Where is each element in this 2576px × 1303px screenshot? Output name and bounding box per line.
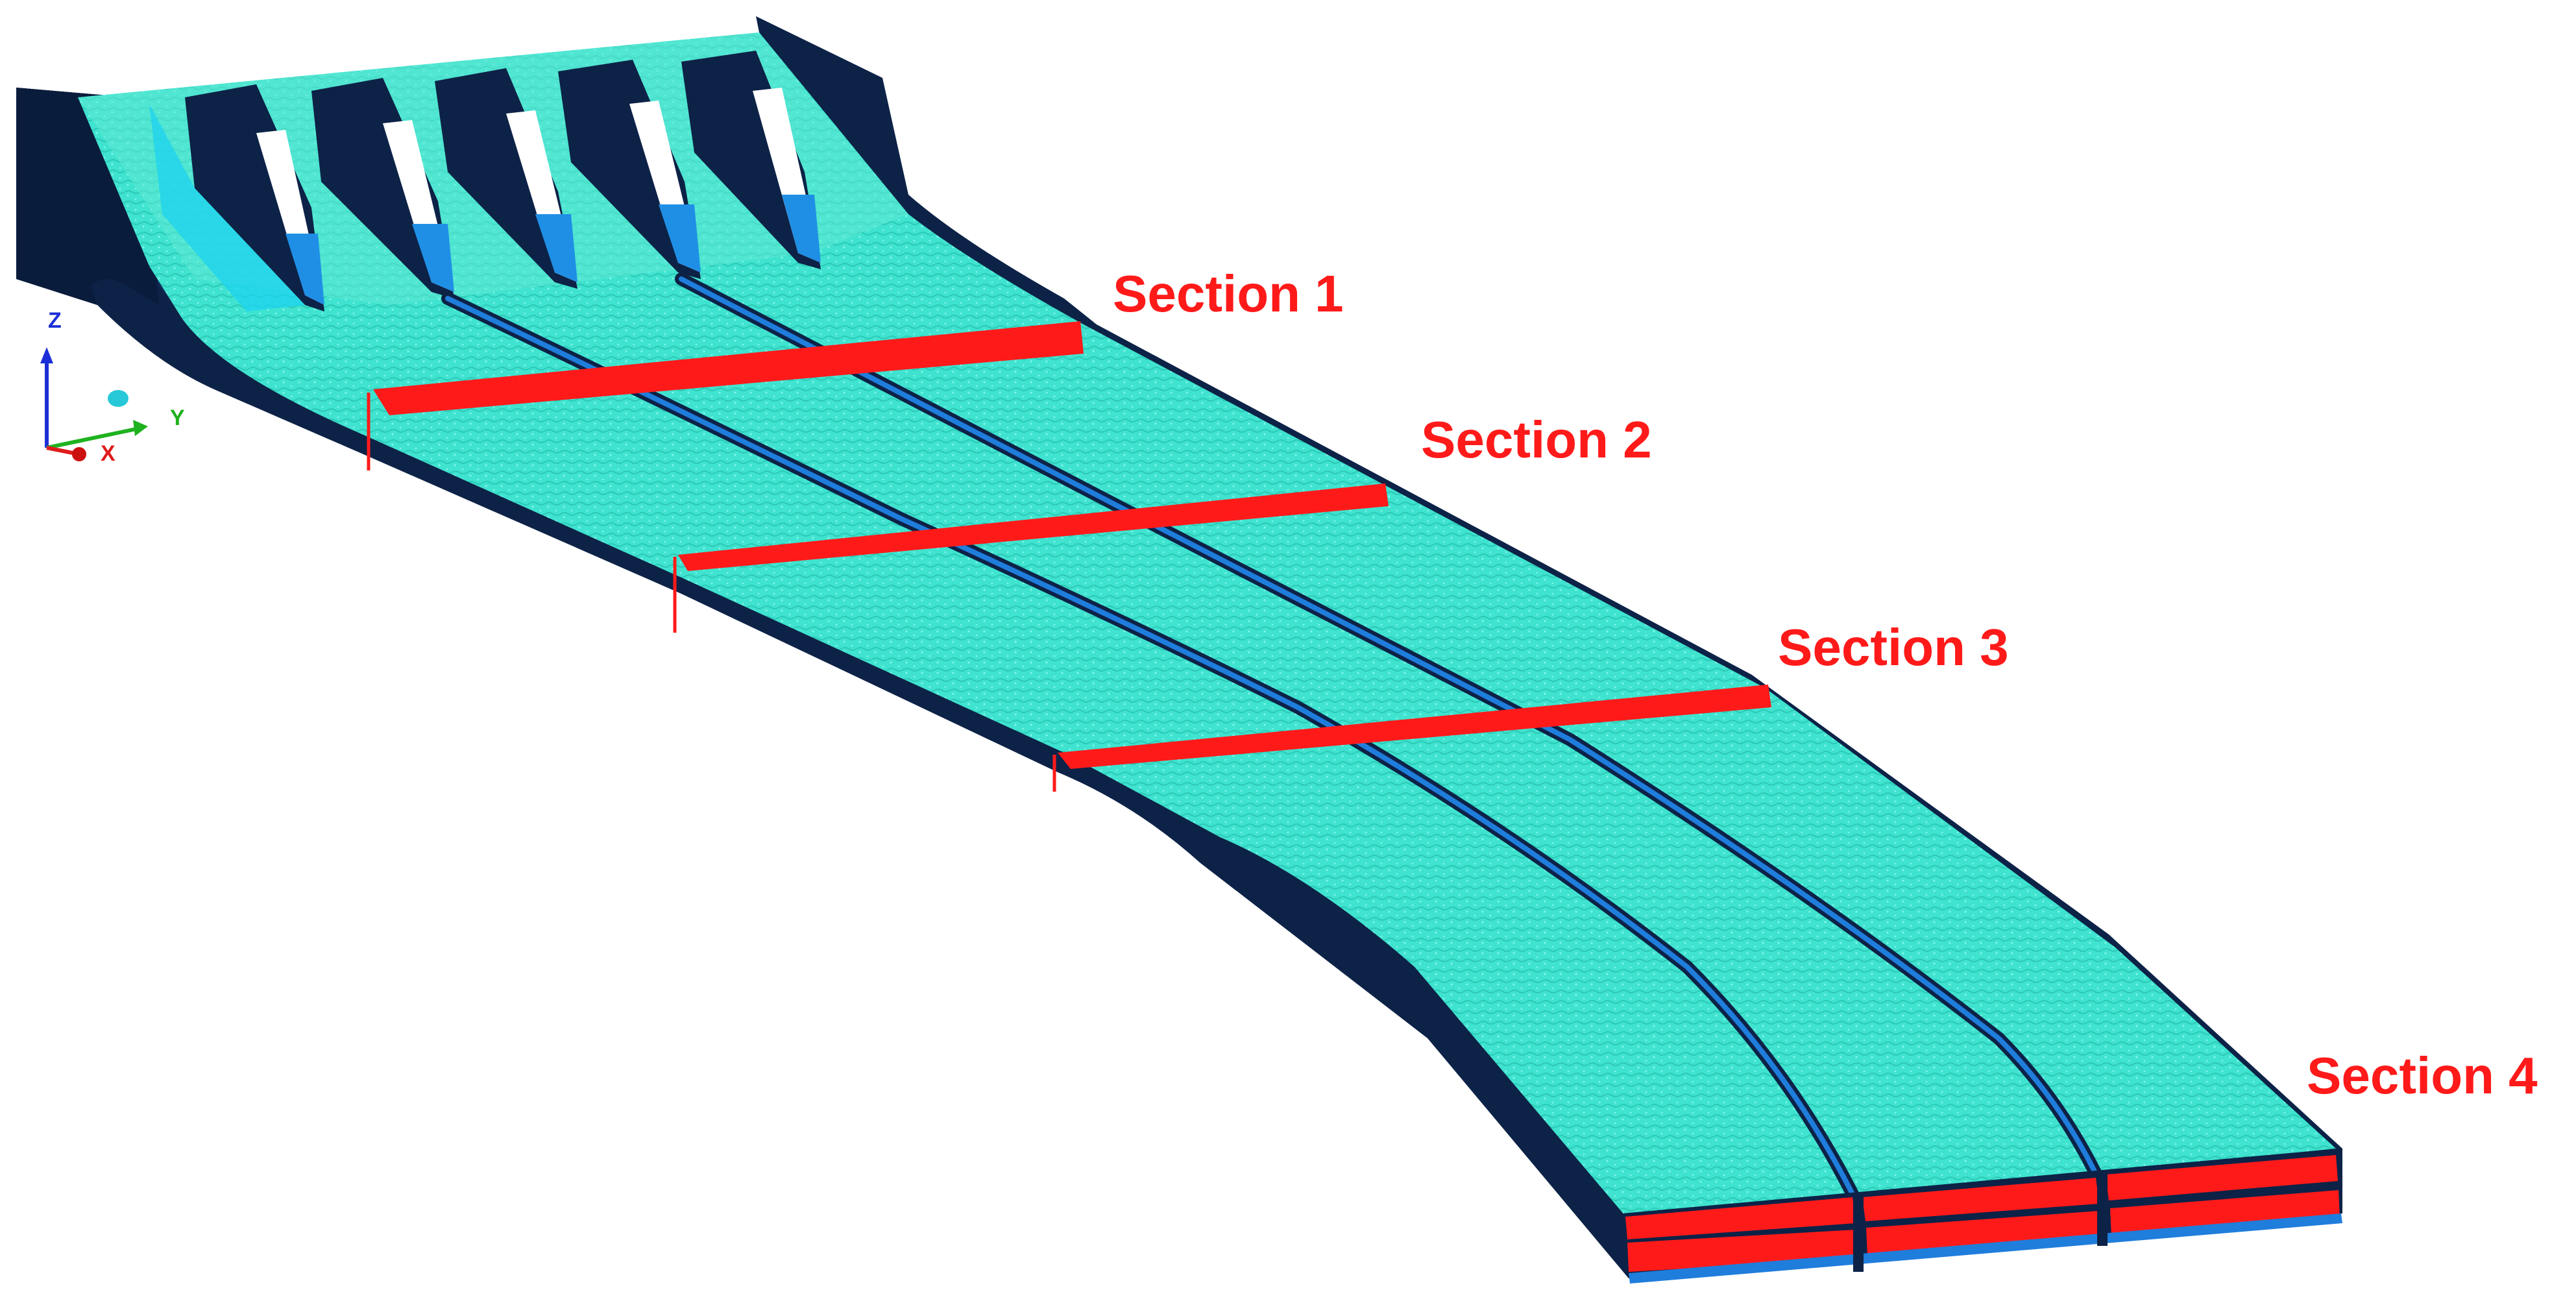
section-2-label: Section 2	[1421, 411, 1652, 469]
pier-1	[185, 84, 324, 311]
end-base-blue	[1629, 1213, 2342, 1284]
section-4-label: Section 4	[2307, 1047, 2538, 1104]
upper-flank-left	[149, 104, 305, 311]
end-band-top-2	[1862, 1178, 2099, 1221]
end-band-bot-3	[2110, 1190, 2340, 1237]
end-band-top	[1625, 1197, 1856, 1239]
z-arrow-icon	[40, 347, 53, 363]
viewpoint-sphere-icon	[108, 390, 128, 407]
divider-2-edge	[679, 276, 2105, 1190]
z-axis-label: Z	[48, 308, 62, 333]
y-arrow-icon	[133, 420, 148, 436]
pier-1-foot	[286, 234, 324, 305]
channel-dividers	[441, 273, 2109, 1207]
pier-2-foot	[412, 224, 454, 292]
pier-4	[558, 60, 701, 279]
pier-5-foot	[782, 195, 821, 263]
divider-1-edge	[445, 296, 1858, 1203]
section-4-end	[1622, 1149, 2342, 1284]
axis-triad: Z Y X	[40, 308, 185, 466]
y-axis-label: Y	[170, 406, 185, 430]
section-1-band	[373, 321, 1084, 415]
chute-water	[78, 32, 2336, 1220]
y-axis	[46, 426, 140, 450]
end-band-top-3	[2106, 1155, 2338, 1200]
section-2-band	[678, 483, 1389, 571]
x-axis-origin-dot	[72, 447, 86, 461]
section-3-label: Section 3	[1778, 618, 2009, 676]
pier-4-foot	[659, 204, 701, 273]
x-axis-label: X	[101, 441, 115, 466]
section-3-band	[1058, 685, 1771, 769]
pier-5	[681, 51, 821, 269]
pier-3-foot	[535, 214, 577, 282]
end-band-bot-2	[1866, 1211, 2101, 1256]
section-markers	[367, 321, 1771, 792]
section-1-label: Section 1	[1113, 265, 1344, 323]
piers	[185, 51, 821, 311]
